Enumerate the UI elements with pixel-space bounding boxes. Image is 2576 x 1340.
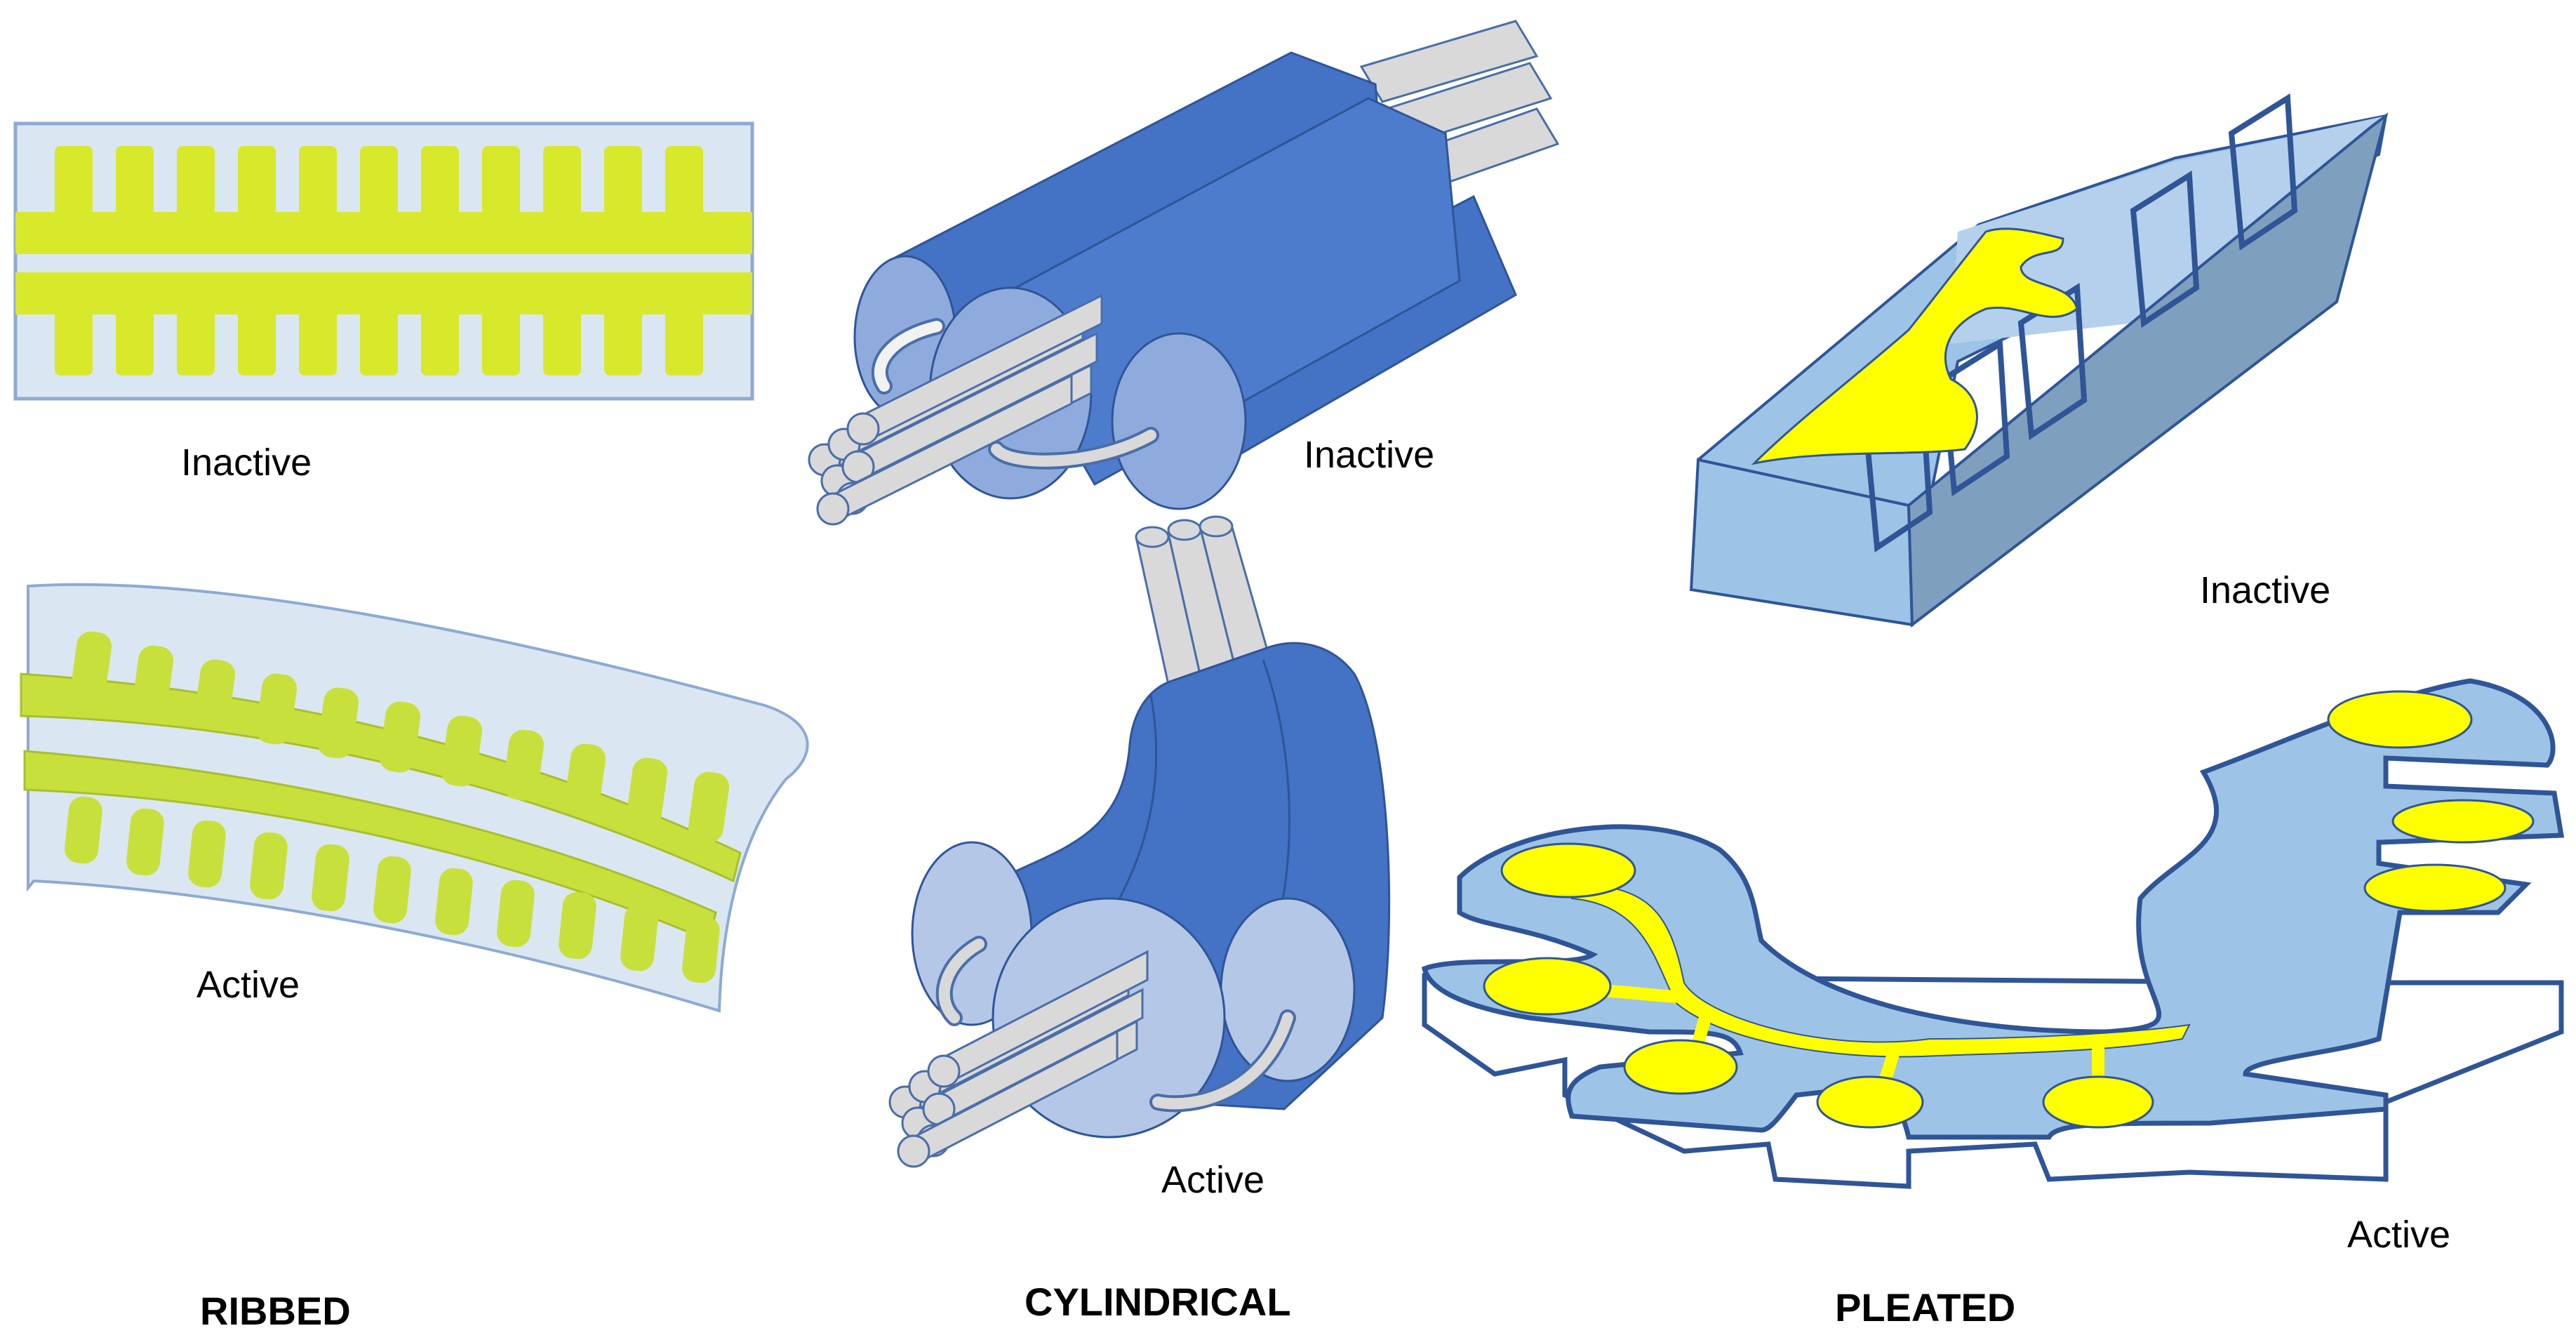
rib (65, 796, 102, 864)
rib (55, 309, 93, 376)
rib (55, 146, 93, 216)
ribbed-category-title: RIBBED (200, 1289, 351, 1333)
rib (482, 146, 520, 216)
rib (255, 673, 298, 745)
pleated-category-title: PLEATED (1835, 1285, 2016, 1329)
tube-end (897, 1134, 930, 1168)
ribbed-active-label: Active (196, 964, 300, 1006)
rib (665, 309, 703, 376)
rib (497, 880, 535, 948)
rib (559, 891, 596, 960)
rib (421, 146, 459, 216)
cylindrical-inactive-figure (808, 20, 1560, 526)
rib (312, 844, 349, 912)
ribbed-active-figure (20, 583, 809, 1013)
pleat-slot (2130, 171, 2200, 329)
rib (299, 309, 337, 376)
rib (620, 903, 658, 971)
rib (421, 309, 459, 376)
rib (379, 701, 421, 773)
pleated-active-figure (1421, 678, 2565, 1189)
rib (665, 146, 703, 216)
pleated-active-label: Active (2347, 1214, 2451, 1256)
rib (564, 743, 606, 815)
rib (373, 856, 411, 924)
tube-end (846, 412, 880, 446)
pleated-inactive-label: Inactive (2200, 569, 2331, 611)
cylindrical-active-figure (888, 515, 1391, 1168)
rib (543, 146, 581, 216)
rib (238, 146, 276, 216)
ribbed-inactive-figure (13, 121, 754, 401)
rib (132, 645, 174, 717)
tube-end (927, 1054, 961, 1088)
rib (682, 915, 720, 983)
tube-end (816, 492, 850, 526)
rib (126, 808, 164, 876)
rib (360, 146, 398, 216)
rib (317, 687, 359, 759)
pleated-inactive-figure (1689, 93, 2389, 628)
rib (604, 309, 642, 376)
rib (360, 309, 398, 376)
rib (177, 146, 215, 216)
pleat-slot (2228, 93, 2298, 251)
rib (116, 146, 154, 216)
cylindrical-category-title: CYLINDRICAL (1025, 1280, 1291, 1324)
rib (188, 820, 226, 888)
rib (250, 832, 288, 900)
rib (626, 757, 668, 829)
rib (116, 309, 154, 376)
rib (543, 309, 581, 376)
rib (604, 146, 642, 216)
rib (177, 309, 215, 376)
rib (299, 146, 337, 216)
rib (502, 729, 545, 801)
rib (70, 631, 112, 703)
rib (435, 868, 473, 936)
cylindrical-active-label: Active (1161, 1159, 1265, 1201)
ribbed-inactive-label: Inactive (181, 442, 312, 484)
rib (688, 771, 730, 843)
rib (238, 309, 276, 376)
cylindrical-inactive-label: Inactive (1304, 434, 1435, 476)
rib (194, 659, 236, 731)
rib (441, 715, 483, 787)
rib (482, 309, 520, 376)
pleat-slot (1940, 339, 2010, 497)
